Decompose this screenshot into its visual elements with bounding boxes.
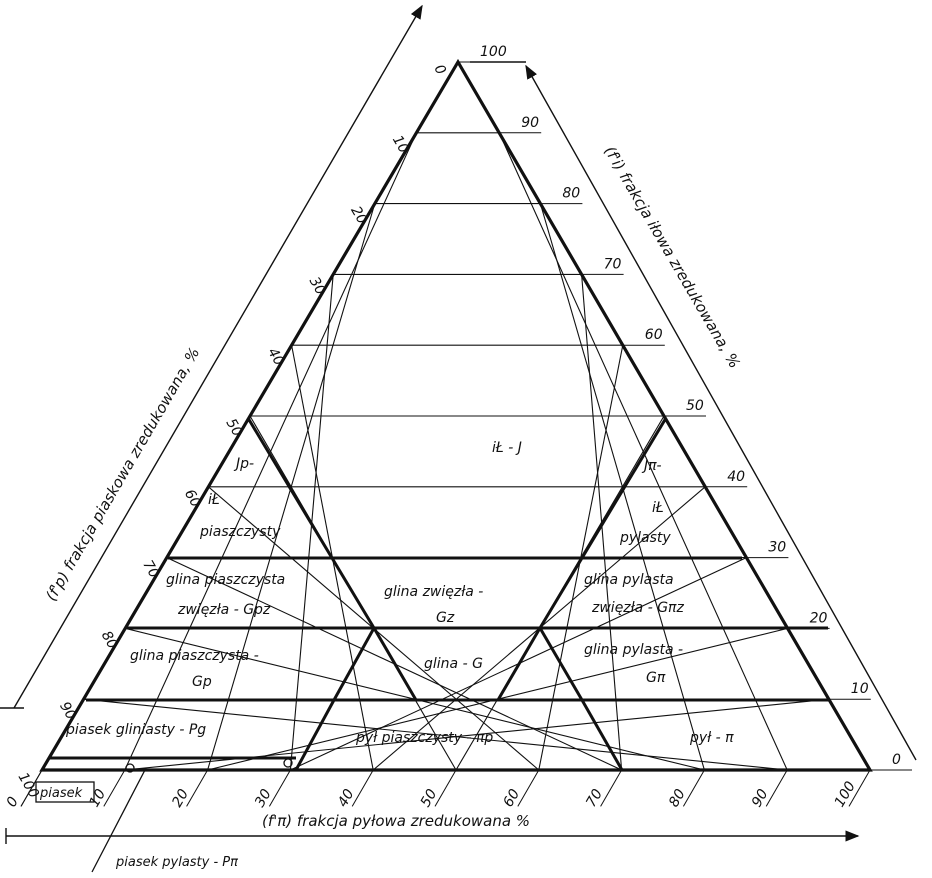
region-pyl-piaszczysty: pył piaszczysty - πp (355, 730, 493, 746)
clay-tick-label: 60 (645, 327, 663, 343)
silt-tick-label: 50 (418, 786, 441, 810)
clay-tick-label: 80 (562, 186, 580, 202)
silt-tick-label: 100 (832, 779, 859, 810)
region-gpiz-line1: glina pylasta (584, 572, 674, 588)
silt-tick (848, 769, 871, 807)
region-gp-line1: glina piaszczysta - (130, 648, 259, 664)
piasek-box (35, 781, 95, 803)
region-gz-line2: Gz (436, 610, 455, 626)
silt-tick-label: 60 (500, 786, 523, 810)
sand-tick-label: 30 (306, 274, 329, 298)
sand-tick-label: 20 (347, 204, 370, 228)
clay-tick-label: 90 (521, 115, 539, 131)
region-boundary (496, 627, 542, 701)
region-gpiz-line2: zwięzła - Gπz (591, 600, 684, 616)
region-il-piaszczysty-line1: iŁ (208, 492, 220, 508)
region-il-pylasty-line2: pylasty (619, 530, 671, 546)
region-boundary (294, 699, 336, 771)
region-gpi-line1: glina pylasta - (584, 642, 683, 658)
region-gpz-line2: zwięzła - Gpz (177, 602, 271, 618)
silt-tick-label: 0 (4, 794, 22, 810)
clay-tick-label: 0 (892, 752, 901, 768)
region-boundary (538, 417, 668, 629)
silt-tick-label: 90 (749, 786, 772, 810)
region-gpi-line2: Gπ (646, 670, 666, 686)
boundary-point-marker (125, 763, 135, 773)
sand-tick-label: 0 (431, 62, 449, 78)
sand-axis-label: (f'p) frakcja piaskowa zredukowana, % (42, 344, 203, 604)
silt-tick-label: 40 (335, 786, 358, 810)
sand-tick-label: 60 (181, 487, 204, 511)
silt-tick (682, 769, 705, 807)
silt-tick (351, 769, 374, 807)
sand-tick-label: 80 (98, 628, 121, 652)
region-jpi: Jπ- (641, 458, 662, 474)
clay-axis-label: (f'i) frakcja iłowa zredukowana, % (601, 143, 744, 371)
clay-tick-label: 20 (810, 610, 828, 626)
silt-axis-label: (f'π) frakcja pyłowa zredukowana % (262, 812, 530, 830)
outer-triangle (39, 58, 873, 772)
region-jp: Jp- (233, 456, 254, 472)
legend-piasek: piasek (39, 786, 83, 801)
sand-tick-label: 90 (56, 699, 79, 723)
region-g: glina - G (424, 656, 483, 672)
silt-tick-label: 70 (583, 786, 606, 810)
region-boundaries (49, 417, 830, 771)
region-boundary (372, 627, 418, 701)
piasek-pylasty-leader (91, 767, 147, 873)
region-boundary (332, 627, 376, 701)
clay-tick-label: 30 (768, 540, 786, 556)
silt-tick (268, 769, 291, 807)
silt-tick (517, 769, 540, 807)
clay-tick-label: 10 (851, 681, 869, 697)
silt-tick (186, 769, 209, 807)
region-il-piaszczysty-line2: piaszczysty (199, 524, 281, 540)
silt-tick-label: 20 (169, 786, 192, 810)
region-boundary (246, 417, 376, 629)
sand-tick-label: 40 (264, 345, 287, 369)
clay-axis-arrow (525, 64, 917, 761)
region-boundary (580, 699, 624, 771)
sand-tick-label: 70 (139, 558, 162, 582)
grid-line (83, 698, 788, 771)
silt-tick (765, 769, 788, 807)
region-gp-line2: Gp (192, 674, 212, 690)
silt-tick-label: 10 (86, 786, 109, 810)
sand-tick-label: 50 (223, 416, 246, 440)
clay-tick-label: 50 (686, 398, 704, 414)
region-gpz-line1: glina piaszczysta (166, 572, 285, 588)
clay-tick-label: 40 (727, 469, 745, 485)
region-gz-line1: glina zwięzła - (384, 584, 483, 600)
silt-tick (103, 769, 126, 807)
region-il-j: iŁ - J (492, 440, 522, 456)
region-pg: piasek gliniasty - Pg (65, 722, 206, 738)
region-pyl: pył - π (689, 730, 734, 746)
silt-tick (434, 769, 457, 807)
sand-tick-label: 100 (15, 770, 42, 801)
region-boundary (538, 627, 584, 701)
clay-tick-label: 100 (480, 44, 507, 60)
silt-tick-label: 30 (252, 786, 275, 810)
legend-piasek-pylasty: piasek pylasty - Pπ (115, 855, 238, 870)
silt-tick-label: 80 (666, 786, 689, 810)
sand-tick-label: 10 (389, 133, 412, 157)
sand-tick (20, 769, 43, 807)
clay-tick-label: 70 (604, 256, 622, 272)
region-il-pylasty-line1: iŁ (652, 500, 664, 516)
silt-tick (600, 769, 623, 807)
boundary-point-marker (283, 758, 293, 768)
sand-axis-arrow (13, 4, 423, 709)
